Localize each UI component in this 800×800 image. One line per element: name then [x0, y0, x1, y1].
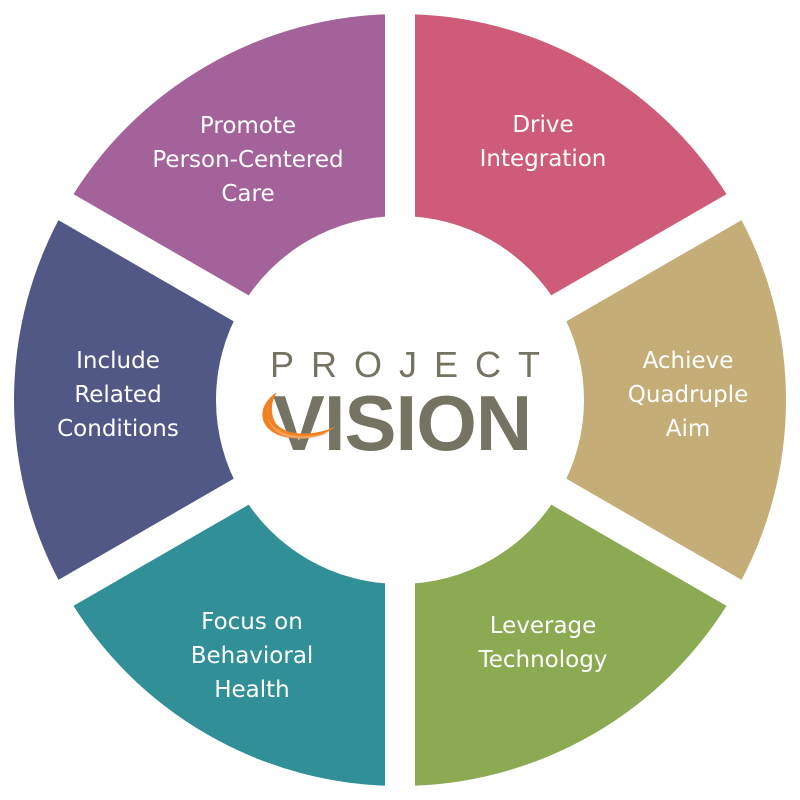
segment-label-leverage-technology: Leverage Technology — [433, 609, 653, 677]
label-line: Quadruple — [627, 382, 749, 408]
label-line: Integration — [479, 146, 607, 172]
segment-tl — [65, 14, 400, 308]
label-line: Achieve — [642, 348, 734, 374]
label-line: Person-Centered — [152, 147, 344, 173]
segment-label-drive-integration: Drive Integration — [433, 108, 653, 176]
segment-label-promote-person-centered-care: Promote Person-Centered Care — [138, 109, 358, 211]
segment-gap — [49, 474, 257, 611]
label-line: Aim — [665, 416, 711, 442]
label-line: Behavioral — [190, 643, 314, 669]
segment-l — [13, 207, 241, 593]
segment-r — [559, 207, 786, 593]
label-line: Technology — [478, 647, 608, 673]
segment-label-achieve-quadruple-aim: Achieve Quadruple Aim — [578, 344, 798, 446]
label-line: Include — [76, 348, 160, 374]
label-line: Focus on — [201, 609, 303, 635]
segment-gap — [543, 474, 751, 611]
label-line: Promote — [199, 113, 297, 139]
segment-label-focus-behavioral-health: Focus on Behavioral Health — [142, 605, 362, 707]
segment-label-include-related-conditions: Include Related Conditions — [8, 344, 228, 446]
segment-tr — [400, 14, 735, 308]
label-line: Health — [214, 677, 290, 703]
segment-bl — [65, 492, 400, 786]
logo-project-text: PROJECT — [270, 344, 558, 385]
label-line: Care — [221, 181, 275, 207]
segment-gap — [543, 189, 751, 326]
label-line: Conditions — [57, 416, 179, 442]
logo-vision-text: VISION — [272, 379, 532, 467]
label-line: Drive — [512, 112, 574, 138]
segment-br — [400, 492, 735, 786]
label-line: Related — [74, 382, 162, 408]
segment-gap — [49, 189, 257, 326]
label-line: Leverage — [489, 613, 597, 639]
